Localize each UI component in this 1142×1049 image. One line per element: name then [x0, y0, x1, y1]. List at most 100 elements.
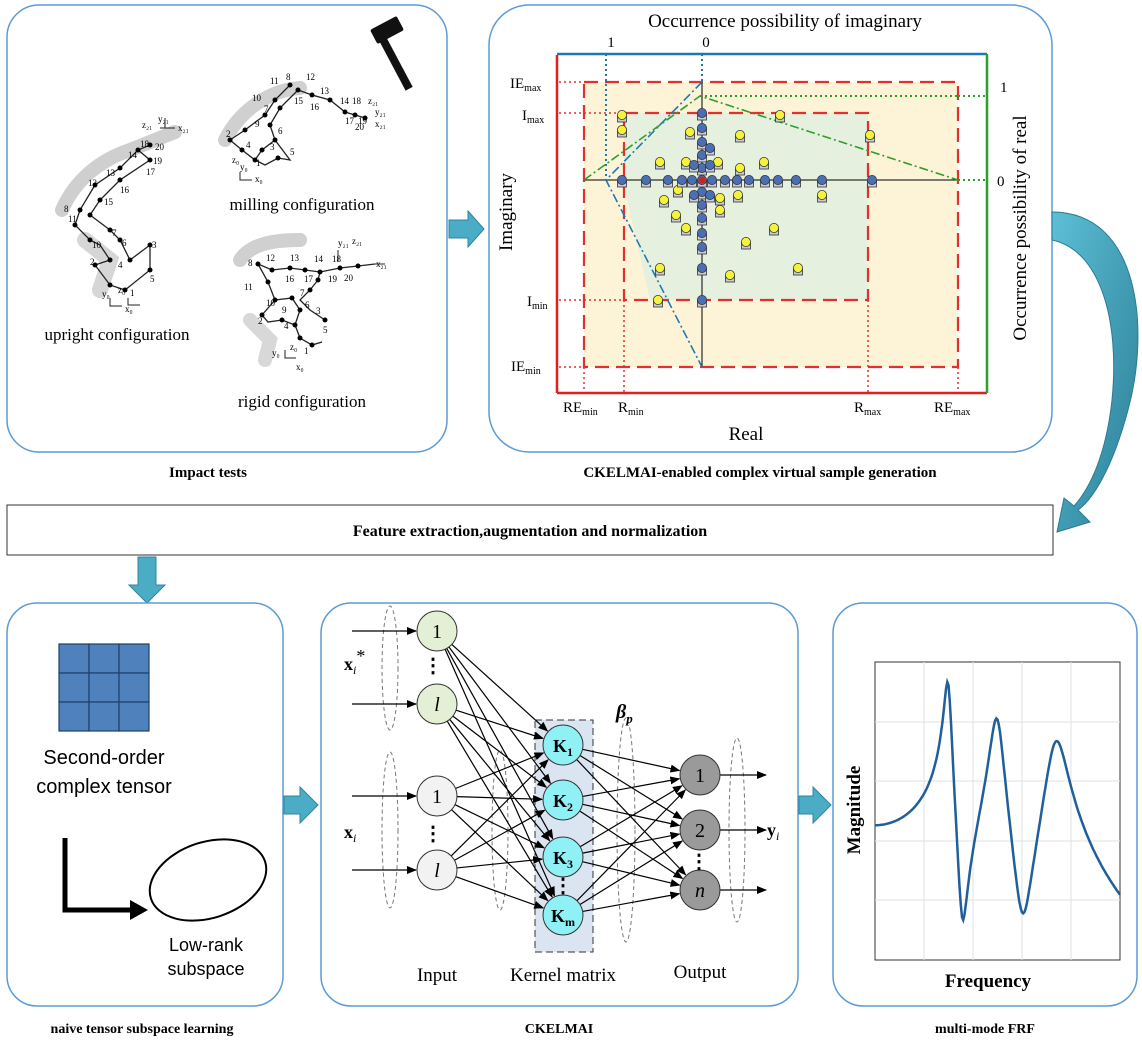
svg-text:x₂₁: x₂₁ — [375, 119, 386, 129]
kernel-output-connection — [582, 748, 681, 773]
svg-text:9: 9 — [282, 305, 287, 315]
tensor-cell — [58, 643, 90, 674]
kernel-output-connection — [582, 803, 681, 828]
input-kernel-connection — [452, 715, 548, 788]
svg-text:14: 14 — [340, 96, 350, 106]
svg-text:1: 1 — [304, 346, 309, 356]
low-rank-subspace-ellipse — [148, 838, 268, 922]
range-labels: IEmax Imax Imin IEmin REmin Rmin Rmax RE… — [510, 76, 970, 418]
original-sample-point — [677, 174, 688, 188]
subspace-label-line2: subspace — [167, 959, 244, 979]
original-sample-point — [732, 174, 743, 188]
original-sample-point — [707, 174, 718, 188]
arrow-feature-to-tensor — [127, 556, 167, 604]
svg-text:11: 11 — [68, 214, 77, 224]
svg-text:4: 4 — [118, 260, 123, 270]
svg-text:10: 10 — [252, 93, 262, 103]
kernel-node: K1 — [542, 724, 584, 766]
tensor-cell — [58, 672, 90, 703]
svg-text:z₀: z₀ — [118, 285, 125, 295]
original-sample-point — [744, 174, 755, 188]
svg-text:y₂₁: y₂₁ — [375, 107, 386, 117]
svg-text:Km: Km — [551, 906, 575, 929]
svg-text:8: 8 — [248, 258, 253, 268]
output-node: 2 — [679, 809, 721, 851]
kernel-output-connection — [582, 891, 681, 912]
rigid-configuration-label: rigid configuration — [238, 392, 366, 411]
svg-text:x₂₁: x₂₁ — [376, 259, 387, 269]
svg-text:10: 10 — [92, 240, 102, 250]
svg-text:7: 7 — [264, 104, 269, 114]
svg-text:10: 10 — [266, 298, 276, 308]
svg-text:K1: K1 — [553, 736, 573, 759]
input-bottom-ellipsis: ⋮ — [423, 823, 443, 845]
svg-text:12: 12 — [266, 253, 275, 263]
milling-configuration-label: milling configuration — [230, 195, 375, 214]
virtual-sample-point — [735, 129, 746, 143]
svg-text:7: 7 — [112, 228, 117, 238]
svg-text:16: 16 — [120, 185, 130, 195]
input-node: 1 — [416, 775, 458, 817]
y-label: yi — [767, 820, 779, 843]
svg-text:Imin: Imin — [527, 294, 548, 312]
virtual-sample-point — [681, 222, 692, 236]
left-axis-title: Imaginary — [496, 172, 517, 251]
svg-text:6: 6 — [278, 126, 283, 136]
svg-text:y₂₁: y₂₁ — [338, 238, 349, 248]
svg-text:7: 7 — [300, 288, 305, 298]
input-kernel-connection — [455, 752, 545, 790]
tensor-caption: naive tensor subspace learning — [51, 1022, 234, 1037]
original-sample-point — [705, 189, 716, 203]
svg-text:13: 13 — [106, 168, 116, 178]
svg-text:1: 1 — [432, 621, 442, 643]
svg-text:z₀: z₀ — [232, 155, 239, 165]
input-kernel-connection — [446, 648, 554, 840]
virtual-sample-point — [659, 194, 670, 208]
svg-text:16: 16 — [310, 102, 320, 112]
hammer-icon — [370, 16, 413, 91]
right-tick-1: 1 — [1000, 80, 1008, 96]
input-kernel-connection — [456, 856, 544, 869]
svg-text:IEmin: IEmin — [511, 359, 541, 377]
kernel-output-connection — [579, 785, 683, 848]
svg-text:11: 11 — [244, 282, 253, 292]
top-tick-1: 1 — [607, 35, 615, 51]
feature-extraction-label: Feature extraction,augmentation and norm… — [353, 523, 707, 540]
svg-text:18: 18 — [140, 139, 150, 149]
input-node: 1 — [416, 610, 458, 652]
kernel-output-connection — [576, 759, 687, 876]
output-node: 1 — [679, 754, 721, 796]
svg-text:5: 5 — [150, 274, 155, 284]
original-sample-point — [697, 108, 708, 121]
svg-text:y₀: y₀ — [240, 162, 248, 172]
input-node: l — [416, 849, 458, 891]
input-kernel-connection — [444, 649, 556, 897]
original-sample-point — [760, 174, 771, 188]
original-sample-point — [720, 174, 731, 188]
svg-text:4: 4 — [284, 321, 289, 331]
kernel-output-connection — [576, 789, 687, 902]
network-caption: CKELMAI — [525, 1022, 593, 1037]
svg-text:IEmax: IEmax — [510, 76, 541, 94]
svg-text:13: 13 — [320, 86, 330, 96]
svg-text:11: 11 — [270, 76, 279, 86]
svg-text:6: 6 — [122, 238, 127, 248]
virtual-sample-point — [685, 127, 696, 140]
virtual-sample-point — [793, 262, 804, 276]
rigid-robot-illustration — [233, 233, 385, 367]
svg-text:20: 20 — [344, 273, 354, 283]
tensor-cell — [88, 701, 120, 732]
virtual-sample-point — [655, 262, 666, 276]
virtual-sample-point — [617, 110, 628, 123]
virtual-sample-point — [715, 192, 726, 206]
svg-text:y₀: y₀ — [102, 289, 110, 299]
svg-text:19: 19 — [328, 274, 338, 284]
kernel-node: K2 — [542, 779, 584, 821]
svg-text:y₂₁: y₂₁ — [158, 114, 169, 124]
svg-text:5: 5 — [323, 325, 328, 335]
svg-text:z₂₁: z₂₁ — [352, 236, 362, 246]
virtual-sample-point — [735, 162, 746, 176]
